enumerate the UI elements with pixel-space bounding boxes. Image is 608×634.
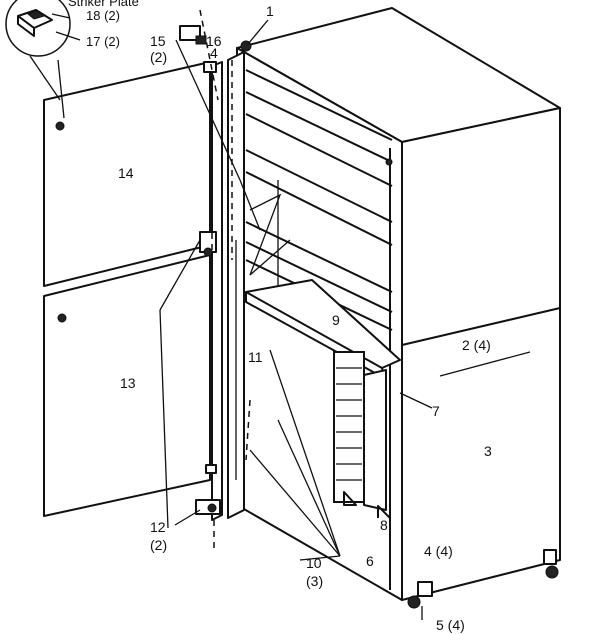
label-6: 6 — [366, 553, 374, 569]
label-10: 10 — [306, 555, 322, 571]
label-16: 16 — [206, 33, 222, 49]
label-8: 8 — [380, 517, 388, 533]
label-11: 11 — [248, 349, 263, 365]
label-12-qty: (2) — [150, 537, 167, 553]
label-13: 13 — [120, 375, 136, 391]
label-18: 18 (2) — [86, 8, 120, 23]
callout-labels: Striker Plate 18 (2) 17 (2) 1 15 (2) 16 … — [68, 0, 492, 633]
label-4b: 4 (4) — [424, 543, 453, 559]
label-15: 15 — [150, 33, 166, 49]
door-strip — [211, 61, 223, 521]
label-14: 14 — [118, 165, 134, 181]
label-15-qty: (2) — [150, 49, 167, 65]
striker-plate-detail — [5, 0, 81, 57]
label-2: 2 (4) — [462, 337, 491, 353]
label-3: 3 — [484, 443, 492, 459]
door-liner-11: 11 — [227, 51, 263, 519]
label-9: 9 — [332, 312, 340, 328]
fresh-food-door-13: 13 — [43, 254, 211, 517]
freezer-door-14: 14 — [43, 61, 211, 287]
label-7: 7 — [432, 403, 440, 419]
label-5: 5 (4) — [436, 617, 465, 633]
label-17: 17 (2) — [86, 34, 120, 49]
alignment-lines — [199, 9, 251, 550]
label-striker-plate: Striker Plate — [68, 0, 139, 9]
label-12: 12 — [150, 519, 166, 535]
door-rack-8: 8 — [333, 351, 391, 533]
leader-lines — [29, 19, 531, 561]
label-10-qty: (3) — [306, 573, 323, 589]
casters — [407, 549, 559, 620]
label-1: 1 — [266, 3, 274, 19]
label-4-top: 4 — [210, 45, 218, 61]
